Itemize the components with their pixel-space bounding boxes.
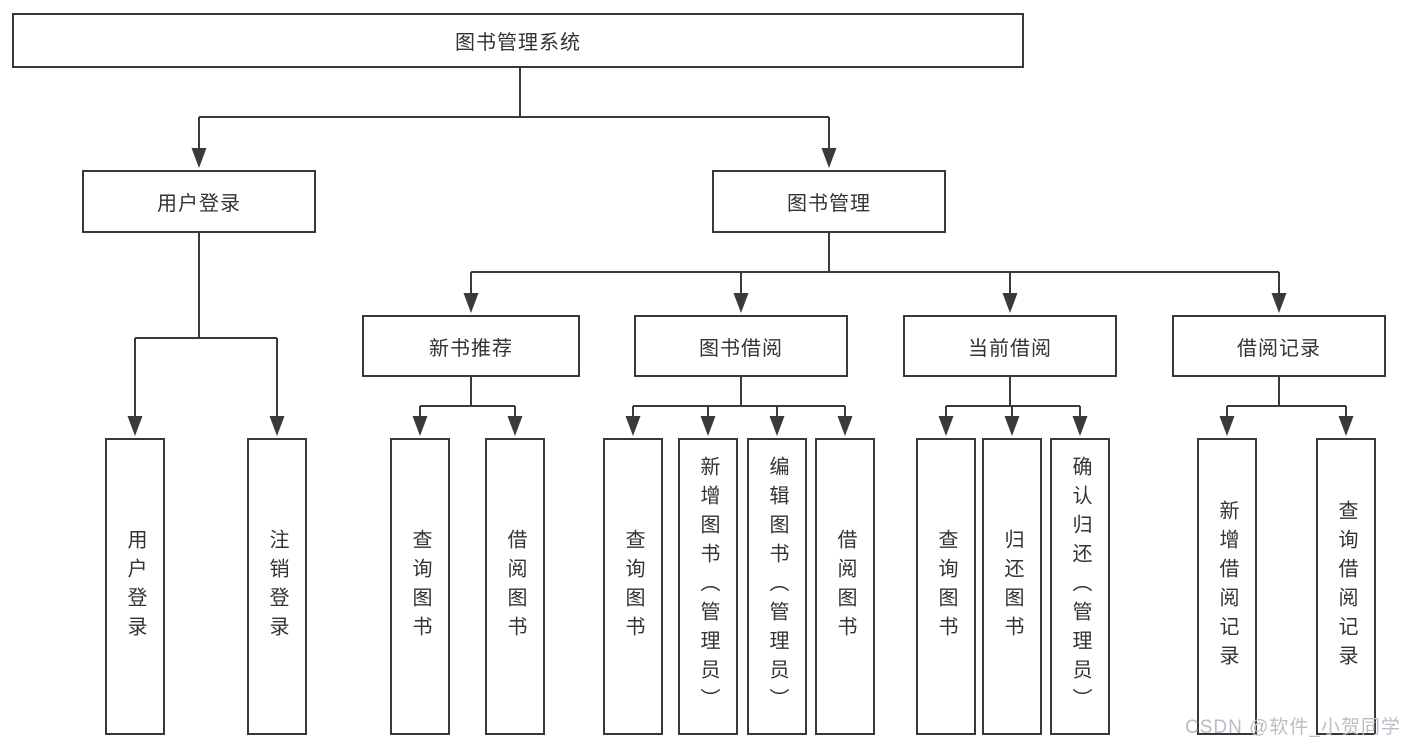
leaf-return-book-label: 归还图书: [1001, 528, 1023, 645]
leaf-logout-label: 注销登录: [266, 528, 288, 645]
node-borrowing-records: 借阅记录: [1172, 315, 1386, 377]
node-book-borrowing-label: 图书借阅: [699, 337, 783, 360]
leaf-query-borrow-record-label: 查询借阅记录: [1335, 499, 1357, 674]
leaf-borrow-books: 借阅图书: [815, 438, 875, 735]
leaf-user-login: 用户登录: [105, 438, 165, 735]
leaf-query-borrow-record: 查询借阅记录: [1316, 438, 1376, 735]
leaf-query-books-recommend-label: 查询图书: [409, 528, 431, 645]
node-user-login-label: 用户登录: [157, 193, 241, 215]
leaf-confirm-return-admin-label: 确认归还（管理员）: [1069, 456, 1091, 717]
leaf-add-book-admin: 新增图书（管理员）: [678, 438, 738, 735]
leaf-return-book: 归还图书: [982, 438, 1042, 735]
node-book-management: 图书管理: [712, 170, 946, 233]
node-root-label: 图书管理系统: [455, 32, 581, 54]
arrowheads: [127, 148, 1354, 436]
node-root: 图书管理系统: [12, 13, 1024, 68]
leaf-confirm-return-admin: 确认归还（管理员）: [1050, 438, 1110, 735]
node-new-book-recommendation: 新书推荐: [362, 315, 580, 377]
leaf-borrow-books-recommend: 借阅图书: [485, 438, 545, 735]
node-current-borrowing-label: 当前借阅: [968, 337, 1052, 360]
node-book-borrowing: 图书借阅: [634, 315, 848, 377]
node-new-book-recommendation-label: 新书推荐: [429, 337, 513, 360]
leaf-query-books-borrowing-label: 查询图书: [622, 528, 644, 645]
leaf-borrow-books-label: 借阅图书: [834, 528, 856, 645]
leaf-query-books-current: 查询图书: [916, 438, 976, 735]
leaf-add-borrow-record: 新增借阅记录: [1197, 438, 1257, 735]
leaf-logout: 注销登录: [247, 438, 307, 735]
node-user-login: 用户登录: [82, 170, 316, 233]
csdn-watermark: CSDN @软件_小贺同学: [1185, 717, 1401, 738]
leaf-borrow-books-recommend-label: 借阅图书: [504, 528, 526, 645]
leaf-edit-book-admin-label: 编辑图书（管理员）: [766, 456, 788, 717]
node-book-management-label: 图书管理: [787, 193, 871, 215]
node-current-borrowing: 当前借阅: [903, 315, 1117, 377]
leaf-add-book-admin-label: 新增图书（管理员）: [697, 456, 719, 717]
leaf-add-borrow-record-label: 新增借阅记录: [1216, 499, 1238, 674]
leaf-edit-book-admin: 编辑图书（管理员）: [747, 438, 807, 735]
leaf-query-books-recommend: 查询图书: [390, 438, 450, 735]
node-borrowing-records-label: 借阅记录: [1237, 337, 1321, 360]
leaf-query-books-current-label: 查询图书: [935, 528, 957, 645]
leaf-query-books-borrowing: 查询图书: [603, 438, 663, 735]
leaf-user-login-label: 用户登录: [124, 528, 146, 645]
